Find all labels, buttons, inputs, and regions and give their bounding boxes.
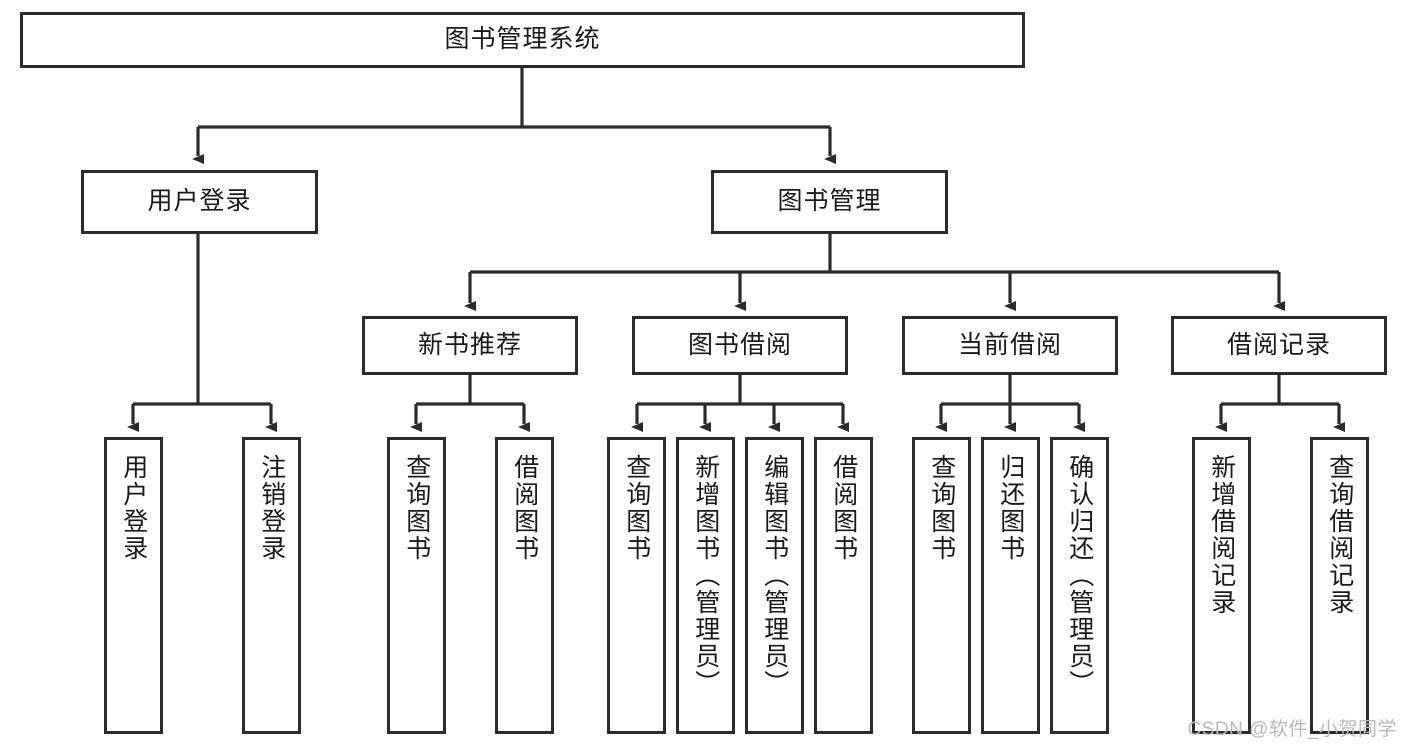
csdn-watermark: CSDN @软件_小贺同学 [1187, 719, 1397, 740]
node-label: 用户登录 [147, 187, 252, 216]
node-label: 确认归还（管理员） [1065, 454, 1094, 697]
node-label: 借阅图书 [510, 454, 539, 562]
leaf-borrow-book[interactable]: 借阅图书 [814, 437, 873, 734]
node-label: 查询图书 [927, 454, 956, 562]
leaf-query-borrow-record[interactable]: 查询借阅记录 [1310, 437, 1369, 734]
node-label: 图书管理系统 [444, 25, 601, 54]
node-label: 查询图书 [622, 454, 651, 562]
node-label: 借阅记录 [1226, 330, 1331, 359]
leaf-confirm-return[interactable]: 确认归还（管理员） [1050, 437, 1109, 734]
leaf-borrow-book-recommend[interactable]: 借阅图书 [495, 437, 554, 734]
node-label: 查询图书 [402, 454, 431, 562]
node-label: 借阅图书 [829, 454, 858, 562]
leaf-query-book-recommend[interactable]: 查询图书 [387, 437, 446, 734]
node-label: 注销登录 [257, 454, 286, 562]
leaf-return-book[interactable]: 归还图书 [981, 437, 1040, 734]
node-label: 图书借阅 [687, 330, 792, 359]
node-user-login[interactable]: 用户登录 [81, 170, 318, 234]
leaf-query-book-current[interactable]: 查询图书 [912, 437, 971, 734]
node-borrow-record[interactable]: 借阅记录 [1171, 316, 1387, 375]
node-book-manage[interactable]: 图书管理 [711, 170, 948, 234]
leaf-edit-book[interactable]: 编辑图书（管理员） [745, 437, 804, 734]
leaf-user-login[interactable]: 用户登录 [104, 437, 163, 734]
leaf-logout-login[interactable]: 注销登录 [242, 437, 301, 734]
node-current-borrow[interactable]: 当前借阅 [902, 316, 1118, 375]
leaf-add-book[interactable]: 新增图书（管理员） [676, 437, 735, 734]
node-book-borrow[interactable]: 图书借阅 [632, 316, 848, 375]
node-label: 归还图书 [996, 454, 1025, 562]
node-label: 当前借阅 [957, 330, 1062, 359]
node-new-book-recommend[interactable]: 新书推荐 [362, 316, 578, 375]
leaf-add-borrow-record[interactable]: 新增借阅记录 [1192, 437, 1251, 734]
node-label: 新书推荐 [417, 330, 522, 359]
node-label: 编辑图书（管理员） [760, 454, 789, 697]
leaf-query-book-borrow[interactable]: 查询图书 [607, 437, 666, 734]
node-label: 用户登录 [119, 454, 148, 562]
node-label: 查询借阅记录 [1325, 454, 1354, 616]
node-label: 图书管理 [777, 187, 882, 216]
node-label: 新增借阅记录 [1207, 454, 1236, 616]
node-root-system[interactable]: 图书管理系统 [20, 12, 1025, 68]
node-label: 新增图书（管理员） [691, 454, 720, 697]
